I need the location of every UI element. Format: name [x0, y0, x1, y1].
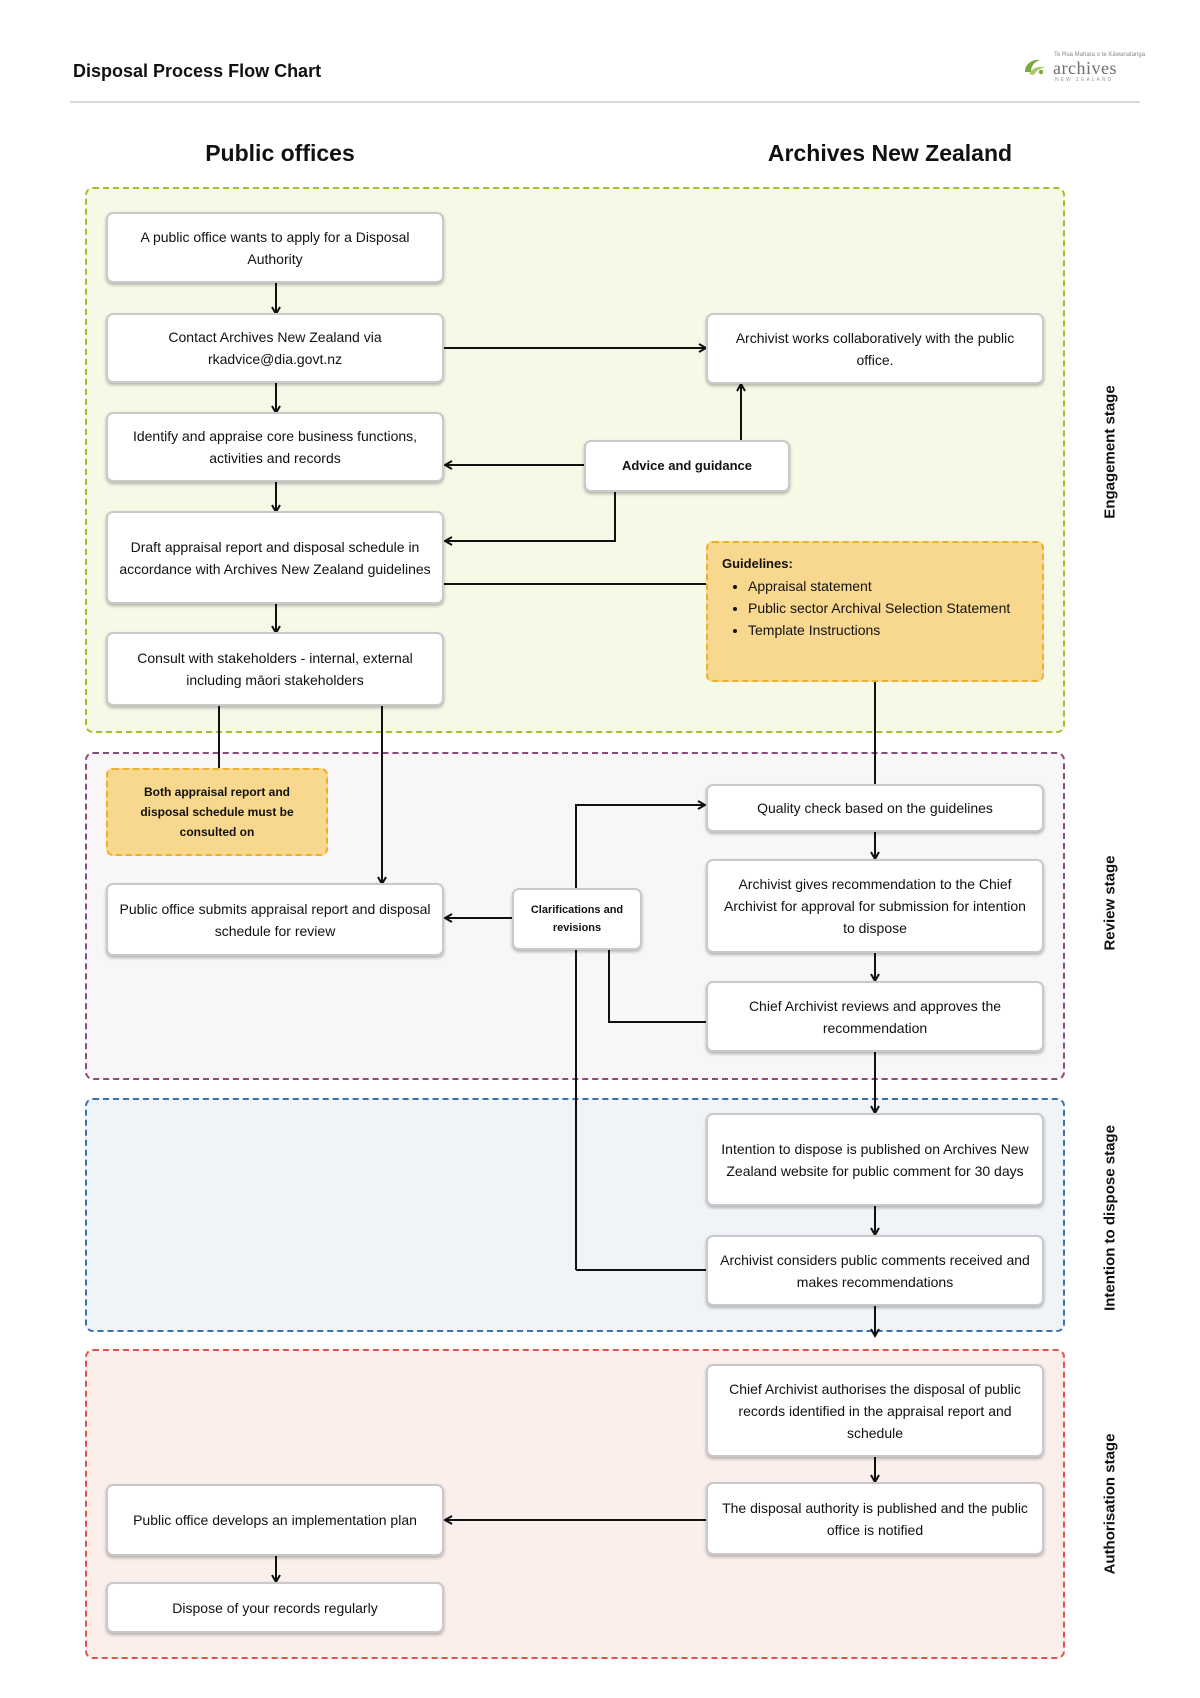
box-archivist-considers-comments: Archivist considers public comments rece… [706, 1235, 1044, 1306]
note-consult-requirement: Both appraisal report and disposal sched… [106, 768, 328, 856]
box-contact: Contact Archives New Zealand via rkadvic… [106, 313, 444, 383]
fern-icon [1025, 59, 1045, 75]
box-identify: Identify and appraise core business func… [106, 412, 444, 482]
box-apply: A public office wants to apply for a Dis… [106, 212, 444, 283]
box-draft: Draft appraisal report and disposal sche… [106, 511, 444, 604]
box-clarifications-revisions: Clarifications and revisions [512, 888, 642, 950]
line-chief-review-to-clarifications [608, 946, 706, 1023]
box-authority-published: The disposal authority is published and … [706, 1482, 1044, 1555]
guidelines-list: Appraisal statement Public sector Archiv… [722, 575, 1028, 641]
guideline-item: Public sector Archival Selection Stateme… [748, 597, 1028, 619]
box-archivist-collaborates: Archivist works collaboratively with the… [706, 313, 1044, 384]
column-heading-public-offices: Public offices [205, 140, 355, 166]
box-advice-guidance: Advice and guidance [584, 440, 790, 492]
arrow-advice-to-draft [445, 490, 616, 541]
logo-subtitle: NEW ZEALAND [1055, 77, 1114, 83]
box-consult: Consult with stakeholders - internal, ex… [106, 632, 444, 706]
box-archivist-recommendation: Archivist gives recommendation to the Ch… [706, 859, 1044, 953]
header-divider [70, 101, 1140, 103]
box-quality-check: Quality check based on the guidelines [706, 784, 1044, 832]
guideline-item: Template Instructions [748, 619, 1028, 641]
box-chief-archivist-review: Chief Archivist reviews and approves the… [706, 981, 1044, 1052]
box-submit: Public office submits appraisal report a… [106, 883, 444, 956]
arrow-clarifications-to-quality [575, 805, 705, 1270]
box-intention-published: Intention to dispose is published on Arc… [706, 1113, 1044, 1206]
logo-wordmark: archives [1053, 58, 1117, 78]
guidelines-panel: Guidelines: Appraisal statement Public s… [706, 541, 1044, 682]
column-heading-archives-nz: Archives New Zealand [767, 140, 1013, 166]
box-implement: Public office develops an implementation… [106, 1484, 444, 1556]
box-dispose: Dispose of your records regularly [106, 1582, 444, 1633]
guideline-item: Appraisal statement [748, 575, 1028, 597]
guidelines-title: Guidelines: [722, 556, 793, 571]
box-chief-archivist-authorises: Chief Archivist authorises the disposal … [706, 1364, 1044, 1457]
page-title: Disposal Process Flow Chart [73, 61, 322, 81]
logo-small-text: Te Rua Mahara o te Kāwanatanga [1054, 52, 1146, 58]
archives-nz-logo: Te Rua Mahara o te Kāwanatanga archives … [1022, 52, 1145, 83]
